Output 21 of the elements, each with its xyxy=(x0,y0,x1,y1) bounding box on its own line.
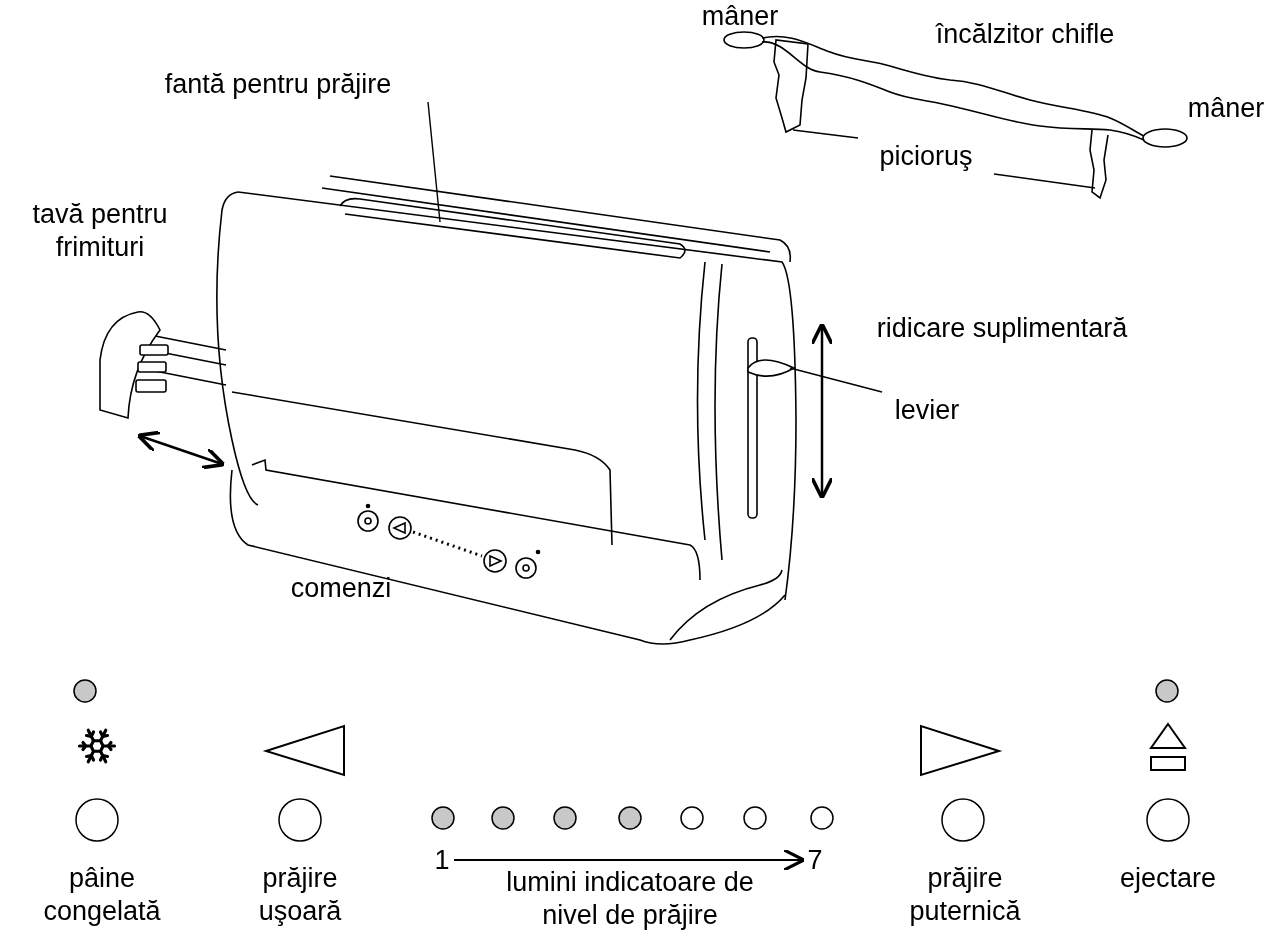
leader-line xyxy=(792,129,859,139)
scale-number: 1 xyxy=(430,842,454,878)
callout-label: picioruş xyxy=(858,138,994,174)
caption-text: lumini indicatoare de nivel de prăjire xyxy=(505,866,755,932)
button-label: prăjire uşoară xyxy=(257,862,343,928)
part-label: comenzi xyxy=(289,572,393,605)
button-label: prăjire puternică xyxy=(908,862,1022,928)
callout-label: levier xyxy=(882,392,972,428)
scale-number: 7 xyxy=(802,842,828,878)
button-label: pâine congelată xyxy=(42,862,162,928)
arrow xyxy=(454,848,806,872)
callout-label: fantă pentru prăjire xyxy=(128,66,428,102)
button-label: ejectare xyxy=(1118,862,1218,895)
part-label: încălzitor chifle xyxy=(934,18,1116,51)
leader-line xyxy=(789,367,883,393)
part-label: mâner xyxy=(700,0,780,33)
leader-line xyxy=(993,173,1096,189)
leader-line xyxy=(427,101,441,223)
part-label: ridicare suplimentară xyxy=(875,312,1129,345)
part-label: mâner xyxy=(1186,92,1266,125)
part-label: tavă pentru frimituri xyxy=(31,198,169,264)
